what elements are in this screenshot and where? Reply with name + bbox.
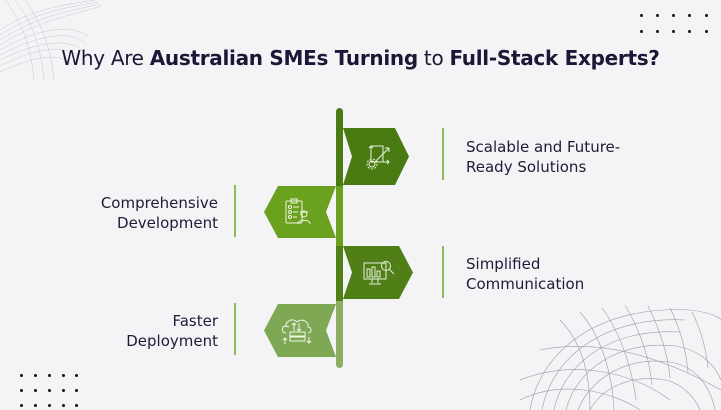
wireframe-torus-decoration xyxy=(520,304,721,410)
page-title: Why Are Australian SMEs Turning to Full-… xyxy=(0,46,721,70)
checklist-developer-icon xyxy=(285,198,311,225)
flag-comprehensive xyxy=(264,186,336,238)
flag-scalable xyxy=(343,128,409,185)
wireframe-swirl-decoration xyxy=(0,0,103,80)
title-part: to xyxy=(417,46,450,70)
label-line: Development xyxy=(117,214,218,232)
accent-bar-2 xyxy=(234,185,236,237)
label-line: Scalable and Future- xyxy=(466,138,621,156)
label-line: Faster xyxy=(172,312,218,330)
flag-deployment xyxy=(264,304,336,357)
title-part: Why Are xyxy=(61,46,150,70)
item-label-scalable: Scalable and Future- Ready Solutions xyxy=(466,137,620,177)
item-label-deployment: Faster Deployment xyxy=(126,311,218,351)
pole-segment-4 xyxy=(336,301,343,368)
accent-bar-1 xyxy=(442,128,444,180)
accent-bar-4 xyxy=(234,303,236,355)
flag-communication xyxy=(343,246,413,299)
label-line: Deployment xyxy=(126,332,218,350)
dot-grid-bottom-left xyxy=(20,374,100,410)
title-part-bold: Full-Stack Experts? xyxy=(449,46,660,70)
item-label-communication: Simplified Communication xyxy=(466,254,584,294)
label-line: Ready Solutions xyxy=(466,158,587,176)
item-label-comprehensive: Comprehensive Development xyxy=(101,193,218,233)
title-part-bold: Australian SMEs Turning xyxy=(149,46,418,70)
monitor-chart-search-icon xyxy=(363,260,395,284)
label-line: Simplified xyxy=(466,255,541,273)
label-line: Communication xyxy=(466,275,585,293)
pole-segment-1 xyxy=(336,108,343,186)
cloud-server-sync-icon xyxy=(281,318,312,344)
scalable-gear-arrows-icon xyxy=(366,145,390,169)
pole-segment-3 xyxy=(336,246,343,301)
dot-grid-top-right xyxy=(640,12,720,36)
pole-segment-2 xyxy=(336,186,343,246)
label-line: Comprehensive xyxy=(100,194,218,212)
accent-bar-3 xyxy=(442,246,444,298)
